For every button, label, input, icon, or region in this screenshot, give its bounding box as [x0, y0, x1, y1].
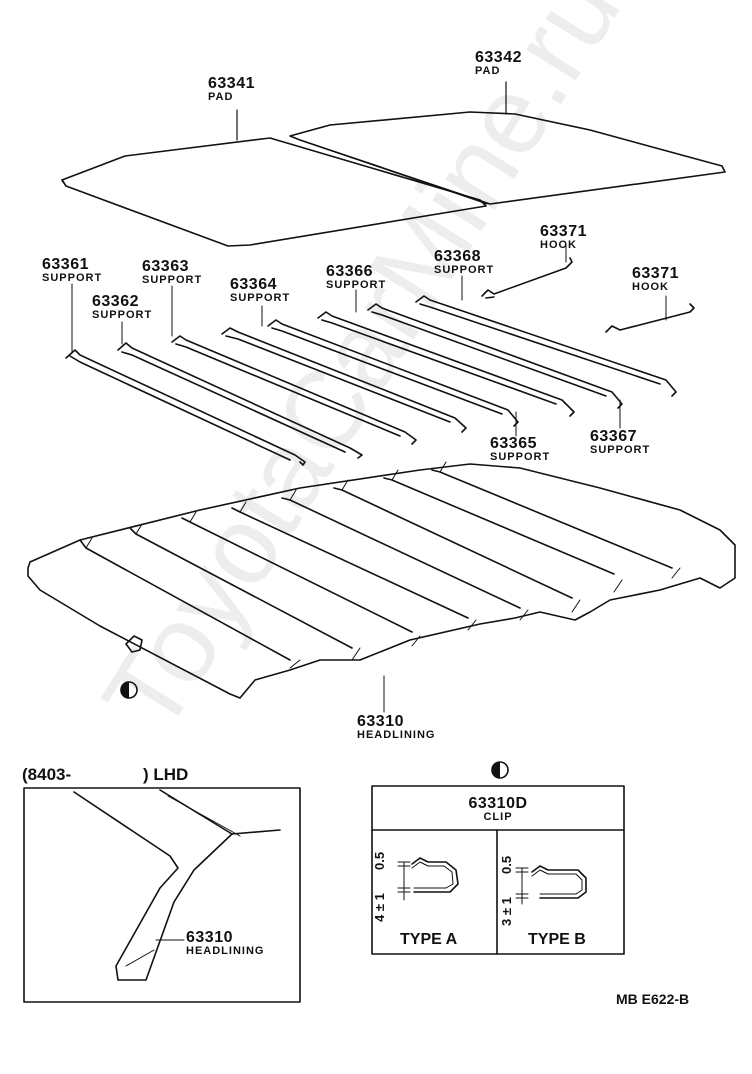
part-number: 63363	[142, 258, 189, 275]
part-number: 63342	[475, 49, 522, 66]
inset-date-range: (8403-	[22, 765, 72, 784]
clip-small-icon	[125, 635, 143, 653]
part-label-63361: 63361 SUPPORT	[42, 257, 102, 284]
part-name: SUPPORT	[230, 292, 291, 304]
part-name: SUPPORT	[326, 279, 387, 291]
part-name: SUPPORT	[92, 309, 153, 321]
part-label-63362: 63362 SUPPORT	[92, 294, 152, 321]
clip-box-frame	[371, 785, 625, 955]
part-name: HEADLINING	[357, 729, 436, 741]
part-label-63341: 63341 PAD	[208, 76, 255, 103]
dim-a-top: 0.5	[372, 851, 387, 870]
part-name: CLIP	[483, 811, 513, 823]
part-number: 63341	[208, 75, 255, 92]
part-number: 63310	[357, 713, 404, 730]
inset-frame	[23, 787, 301, 1003]
part-name: SUPPORT	[142, 274, 203, 286]
part-label-63365: 63365 SUPPORT	[490, 436, 550, 463]
clip-type-b-label: TYPE B	[528, 931, 586, 948]
part-label-63367: 63367 SUPPORT	[590, 429, 650, 456]
part-number: 63366	[326, 263, 373, 280]
part-label-63371-a: 63371 HOOK	[540, 224, 587, 251]
part-label-63363: 63363 SUPPORT	[142, 259, 202, 286]
hook-2-shape	[605, 303, 695, 333]
support-rods	[65, 295, 677, 466]
part-name: PAD	[208, 91, 234, 103]
part-label-63364: 63364 SUPPORT	[230, 277, 290, 304]
dim-b-top: 0.5	[499, 855, 514, 874]
pad-left-shape	[61, 137, 487, 247]
part-name: HOOK	[632, 281, 669, 293]
part-number: 63365	[490, 435, 537, 452]
hook-1-shape	[481, 257, 573, 297]
part-number: 63362	[92, 293, 139, 310]
clip-type-b-icon	[531, 865, 587, 899]
inset-side: ) LHD	[143, 765, 189, 784]
dim-a-bottom: 4 ± 1	[372, 893, 387, 922]
part-name: SUPPORT	[434, 264, 495, 276]
part-label-63368: 63368 SUPPORT	[434, 249, 494, 276]
diagram-code: MB E622-B	[616, 991, 690, 1007]
headlining-shape	[27, 461, 736, 699]
clip-type-a-label: TYPE A	[400, 931, 458, 948]
part-label-63310: 63310 HEADLINING	[357, 714, 435, 741]
part-label-63366: 63366 SUPPORT	[326, 264, 386, 291]
dim-b-bottom: 3 ± 1	[499, 897, 514, 926]
inset-part-label: 63310 HEADLINING	[186, 930, 264, 957]
part-number: 63371	[632, 265, 679, 282]
pad-right-shape	[289, 111, 726, 205]
part-number: 63361	[42, 256, 89, 273]
part-number: 63368	[434, 248, 481, 265]
part-number: 63367	[590, 428, 637, 445]
part-number: 63310D	[468, 795, 528, 812]
clip-box-header: 63310D CLIP	[372, 796, 624, 823]
part-name: SUPPORT	[590, 444, 651, 456]
part-number: 63371	[540, 223, 587, 240]
part-label-63371-b: 63371 HOOK	[632, 266, 679, 293]
part-name: SUPPORT	[42, 272, 103, 284]
part-name: SUPPORT	[490, 451, 551, 463]
part-name: PAD	[475, 65, 501, 77]
part-label-63342: 63342 PAD	[475, 50, 522, 77]
part-number: 63310	[186, 929, 233, 946]
part-name: HEADLINING	[186, 945, 265, 957]
part-name: HOOK	[540, 239, 577, 251]
clip-type-a-icon	[411, 857, 459, 893]
part-number: 63364	[230, 276, 277, 293]
